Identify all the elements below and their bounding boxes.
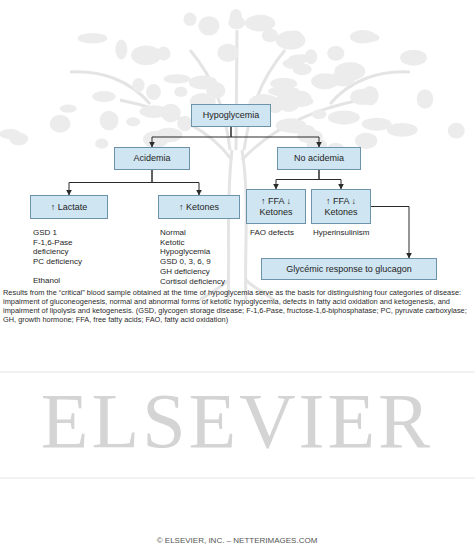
category-box: ↑ FFA ↓ Ketones xyxy=(246,189,306,224)
flow-arrow xyxy=(276,170,319,189)
tree-leaf xyxy=(132,78,144,92)
cause-item: Ketotic Hypoglycemia xyxy=(160,238,222,256)
flow-arrow xyxy=(152,127,231,147)
tree-leaf xyxy=(115,40,127,60)
tree-leaf xyxy=(276,31,306,50)
tree-leaf xyxy=(245,15,275,32)
tree-leaf xyxy=(387,123,418,137)
box-label: ↑ Lactate xyxy=(37,202,101,213)
tree-leaf xyxy=(95,139,108,149)
box-label: ↑ FFA ↓ Ketones xyxy=(318,196,364,218)
tree-leaf xyxy=(230,9,242,26)
tree-leaf xyxy=(92,91,115,102)
cause-item: GSD 1 xyxy=(33,228,103,237)
flow-arrow xyxy=(231,127,319,147)
tree-leaf xyxy=(100,111,119,131)
tree-leaf xyxy=(351,33,380,43)
flow-arrow xyxy=(371,207,409,259)
category-box: Glycémic response to glucagon xyxy=(261,258,437,280)
copyright-note: © ELSEVIER, INC. – NETTERIMAGES.COM xyxy=(157,536,318,545)
cause-item: GH deficiency xyxy=(160,267,240,276)
tree-leaf xyxy=(448,123,465,139)
tree-leaf xyxy=(417,89,434,109)
tree-leaf xyxy=(270,78,297,90)
flow-arrow xyxy=(319,170,341,189)
figure-caption: Results from the “critical” blood sample… xyxy=(3,288,471,324)
category-box: ↑ Ketones xyxy=(158,195,240,219)
watermark-rule xyxy=(0,372,475,478)
tree-leaf xyxy=(139,105,168,118)
tree-leaf xyxy=(334,62,365,81)
flow-arrow xyxy=(69,170,152,195)
tree-leaf xyxy=(164,74,191,83)
cause-item: PC deficiency xyxy=(33,257,85,266)
box-label: Acidemia xyxy=(121,153,183,164)
tree-leaf xyxy=(126,117,140,126)
cause-item: Normal xyxy=(160,228,240,237)
tree-leaf xyxy=(276,118,307,133)
cause-item: GSD 0, 3, 6, 9 xyxy=(160,257,240,266)
tree-leaf xyxy=(281,95,306,105)
tree-leaf xyxy=(198,16,219,35)
tree-leaf xyxy=(143,131,169,148)
tree-leaf xyxy=(183,13,196,26)
tree-leaf xyxy=(328,111,360,125)
cause-item: Hyperinsulinism xyxy=(313,228,383,237)
category-box: Acidemia xyxy=(114,147,190,170)
tree-leaf xyxy=(312,110,327,120)
tree-leaf xyxy=(400,50,427,66)
category-box: Hypoglycemia xyxy=(191,104,271,127)
cause-item: F-1,6-Pase deficiency xyxy=(33,238,85,256)
cause-item: FAO defects xyxy=(250,228,310,237)
box-label: Glycémic response to glucagon xyxy=(268,264,430,275)
tree-leaf xyxy=(131,45,161,65)
tree-leaf xyxy=(174,87,187,97)
box-label: Hypoglycemia xyxy=(198,110,264,121)
flow-arrow xyxy=(152,170,199,195)
tree-leaf xyxy=(189,75,217,89)
tree-leaf xyxy=(50,115,71,133)
tree-leaf xyxy=(9,133,28,146)
cause-item: Ethanol xyxy=(33,276,103,285)
tree-leaf xyxy=(350,89,373,105)
tree-leaf xyxy=(217,44,238,62)
tree-leaf xyxy=(288,54,313,63)
category-box: ↑ FFA ↓ Ketones xyxy=(311,189,371,224)
tree-leaf xyxy=(146,84,161,100)
tree-leaf xyxy=(78,33,108,44)
tree-leaves xyxy=(0,9,465,156)
box-label: ↑ FFA ↓ Ketones xyxy=(253,196,299,218)
category-box: No acidemia xyxy=(277,147,361,170)
watermark: ELSEVIER xyxy=(41,382,433,460)
category-box: ↑ Lactate xyxy=(30,195,108,219)
tree-leaf xyxy=(60,105,77,113)
tree-leaf xyxy=(327,46,344,61)
box-label: No acidemia xyxy=(284,153,354,164)
cause-item: Cortisol deficiency xyxy=(160,277,250,286)
box-label: ↑ Ketones xyxy=(165,202,233,213)
